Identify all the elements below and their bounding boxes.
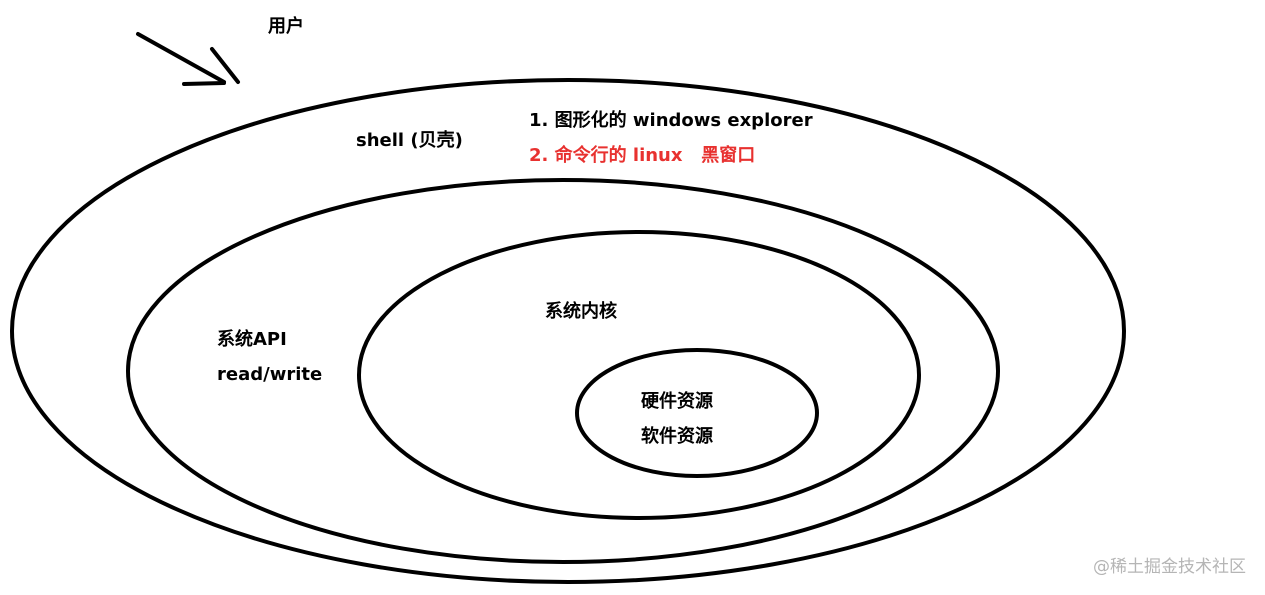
shell-item-gui: 1. 图形化的 windows explorer [529,109,813,131]
kernel-label: 系统内核 [545,300,617,322]
kernel-layer-ellipse [357,230,921,520]
shell-item-cli: 2. 命令行的 linux 黑窗口 [529,144,755,166]
watermark: @稀土掘金技术社区 [1093,557,1246,577]
resources-core-ellipse [575,348,819,478]
shell-layer-ellipse [10,78,1126,584]
system-api-read-write: read/write [217,364,322,385]
system-api-label: 系统API [217,328,287,350]
software-resources-label: 软件资源 [641,425,713,447]
user-arrow-icon [136,32,240,86]
user-label: 用户 [268,15,304,37]
shell-label: shell (贝壳) [356,129,463,151]
system-api-layer-ellipse [126,178,1000,564]
hardware-resources-label: 硬件资源 [641,390,713,412]
